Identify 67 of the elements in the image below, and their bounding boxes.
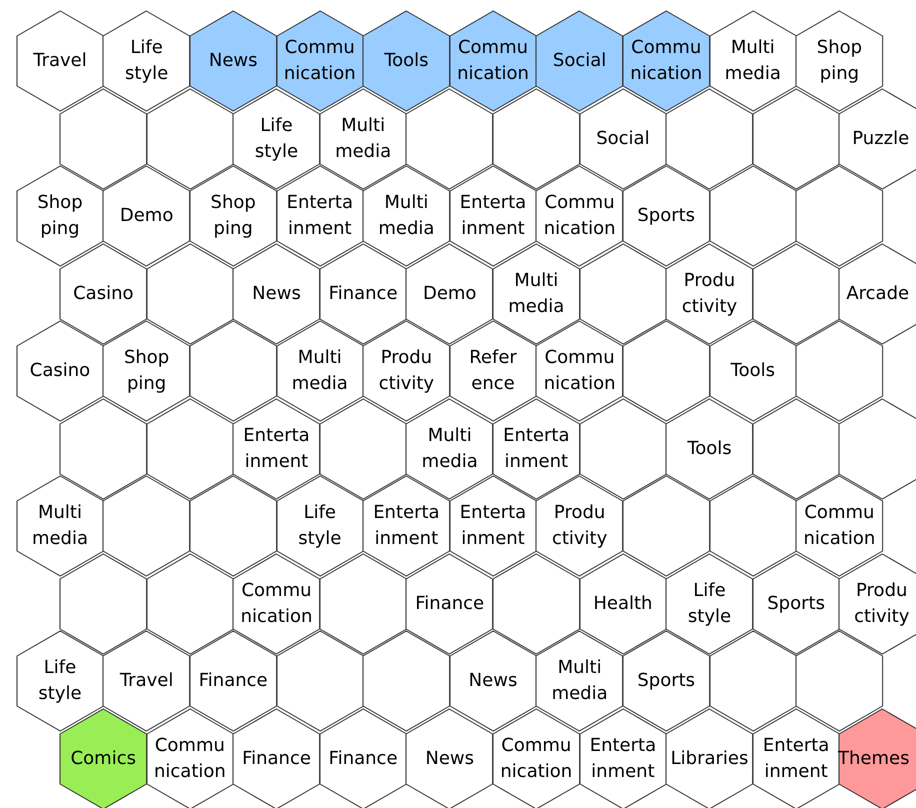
tile-label: Arcade [846, 282, 910, 306]
tile-label: News [468, 669, 518, 693]
tile-label: Casino [30, 359, 90, 383]
tile-label: Shop ping [816, 36, 862, 86]
tile-label: Casino [73, 282, 134, 306]
tile-label: Refer ence [469, 346, 517, 396]
tile-label: Commu nication [804, 501, 876, 551]
tile-label: Tools [730, 359, 775, 383]
tile-label: Multi media [552, 656, 608, 706]
tile-label: Enterta inment [286, 191, 353, 241]
tile-label: Multi media [724, 36, 781, 86]
tile-label: Multi media [422, 424, 478, 474]
tile-label: Tools [687, 436, 732, 460]
tile-label: News [425, 746, 474, 770]
tile-label: Tools [384, 49, 429, 73]
tile-label: Life style [125, 36, 168, 86]
tile-label: Produ ctivity [682, 268, 738, 318]
tile-label: Shop ping [124, 346, 170, 396]
tile-label: Puzzle [852, 126, 910, 150]
tile-label: Life style [688, 578, 732, 628]
tile-label: Commu nication [500, 734, 572, 784]
tile-label: Enterta inment [762, 734, 830, 784]
tile-label: Enterta inment [460, 501, 526, 551]
tile-label: Commu nication [630, 36, 702, 86]
tile-label: Produ ctivity [854, 578, 910, 628]
tile-label: News [208, 49, 258, 73]
tile-label: Finance [198, 669, 268, 693]
tile-label: Enterta inment [460, 191, 526, 241]
tile-label: Demo [422, 282, 476, 306]
tile-label: Sports [637, 669, 696, 693]
tile-label: Multi media [378, 191, 434, 241]
tile-label: Commu nication [284, 36, 356, 86]
tile-label: Multi media [32, 501, 88, 551]
tile-label: Social [552, 49, 606, 73]
tile-label: Social [596, 126, 650, 150]
tile-label: Finance [242, 746, 311, 770]
tile-label: Enterta inment [373, 501, 440, 551]
tile-label: Shop ping [37, 191, 83, 241]
tile-label: Multi media [508, 268, 564, 318]
tile-label: Sports [637, 204, 696, 228]
tile-label: Produ ctivity [378, 346, 434, 396]
tile-label: Enterta inment [590, 734, 656, 784]
tile-label: Sports [767, 592, 825, 616]
tile-label: Enterta inment [503, 424, 570, 474]
tile-label: Multi media [335, 114, 392, 164]
tile-label: Comics [70, 746, 136, 770]
tile-label: Finance [328, 746, 398, 770]
tile-label: Travel [120, 669, 174, 693]
tile-label: Finance [328, 282, 398, 306]
tile-label: Libraries [670, 746, 748, 770]
tile-label: Commu nication [240, 578, 312, 628]
tile-label: Commu nication [544, 191, 616, 241]
tile-label: News [252, 282, 301, 306]
tile-label: Life style [38, 656, 82, 706]
tile-label: Life style [298, 501, 342, 551]
tile-label: Commu nication [544, 346, 616, 396]
tile-label: Finance [415, 592, 484, 616]
tile-label: Commu nication [154, 734, 226, 784]
tile-label: Produ ctivity [552, 501, 608, 551]
tile-label: Demo [120, 204, 174, 228]
tile-label: Multi media [292, 346, 348, 396]
tile-label: Travel [33, 49, 87, 73]
tile-label: Health [593, 592, 652, 616]
tile-label: Life style [254, 114, 298, 164]
tile-label: Commu nication [457, 36, 529, 86]
tile-label: Enterta inment [243, 424, 310, 474]
tile-label: Shop ping [210, 191, 256, 241]
